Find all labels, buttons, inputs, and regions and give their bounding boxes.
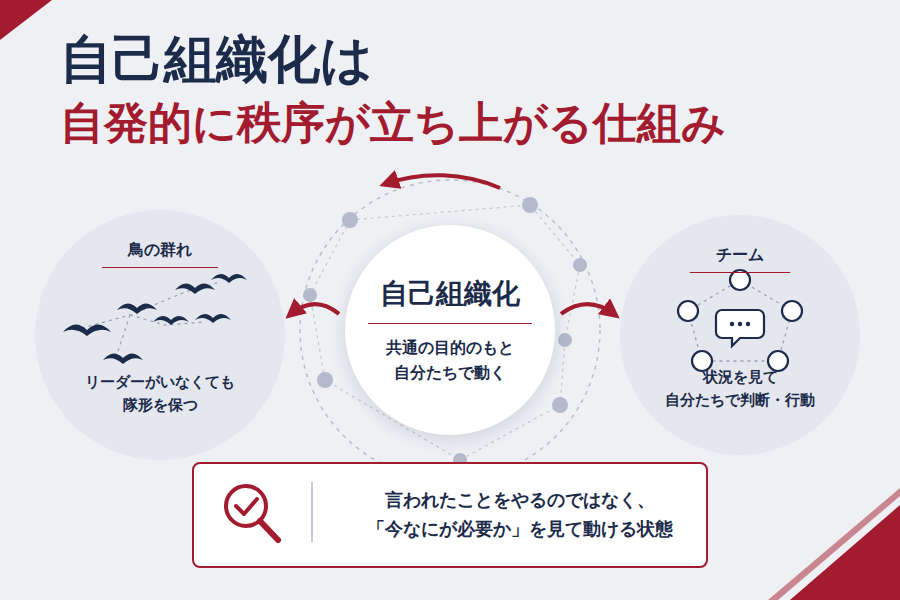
section-heading: 鳥の群れ (102, 240, 218, 268)
section-body: 状況を見て 自分たちで判断・行動 (655, 366, 825, 411)
concept-circle: 自己組織化共通の目的のもと 自分たちで動く (345, 225, 555, 435)
concept-circle: 鳥の群れリーダーがいなくても 隊形を保つ (35, 210, 285, 460)
corner-accent (768, 488, 900, 600)
message-box: 言われたことをやるのではなく、 「今なにが必要か」を見て動ける状態 (192, 462, 708, 568)
cycle-arrow (385, 175, 500, 188)
flow-arrow (290, 304, 339, 315)
corner-accent (0, 0, 52, 40)
concept-body: 共通の目的のもと 自分たちで動く (370, 336, 530, 386)
title: 自己組織化は 自発的に秩序が立ち上がる仕組み (60, 26, 880, 151)
section-heading: チーム (690, 245, 790, 273)
key-message: 言われたことをやるのではなく、 「今なにが必要か」を見て動ける状態 (334, 472, 706, 558)
concept-heading: 自己組織化 (368, 275, 532, 324)
flow-arrow (561, 304, 615, 315)
network-ring (300, 180, 600, 480)
corner-accent (790, 505, 900, 600)
magnifier-icon (194, 464, 334, 564)
concept-circle: チーム状況を見て 自分たちで判断・行動 (620, 215, 860, 455)
section-body: リーダーがいなくても 隊形を保つ (75, 371, 245, 416)
